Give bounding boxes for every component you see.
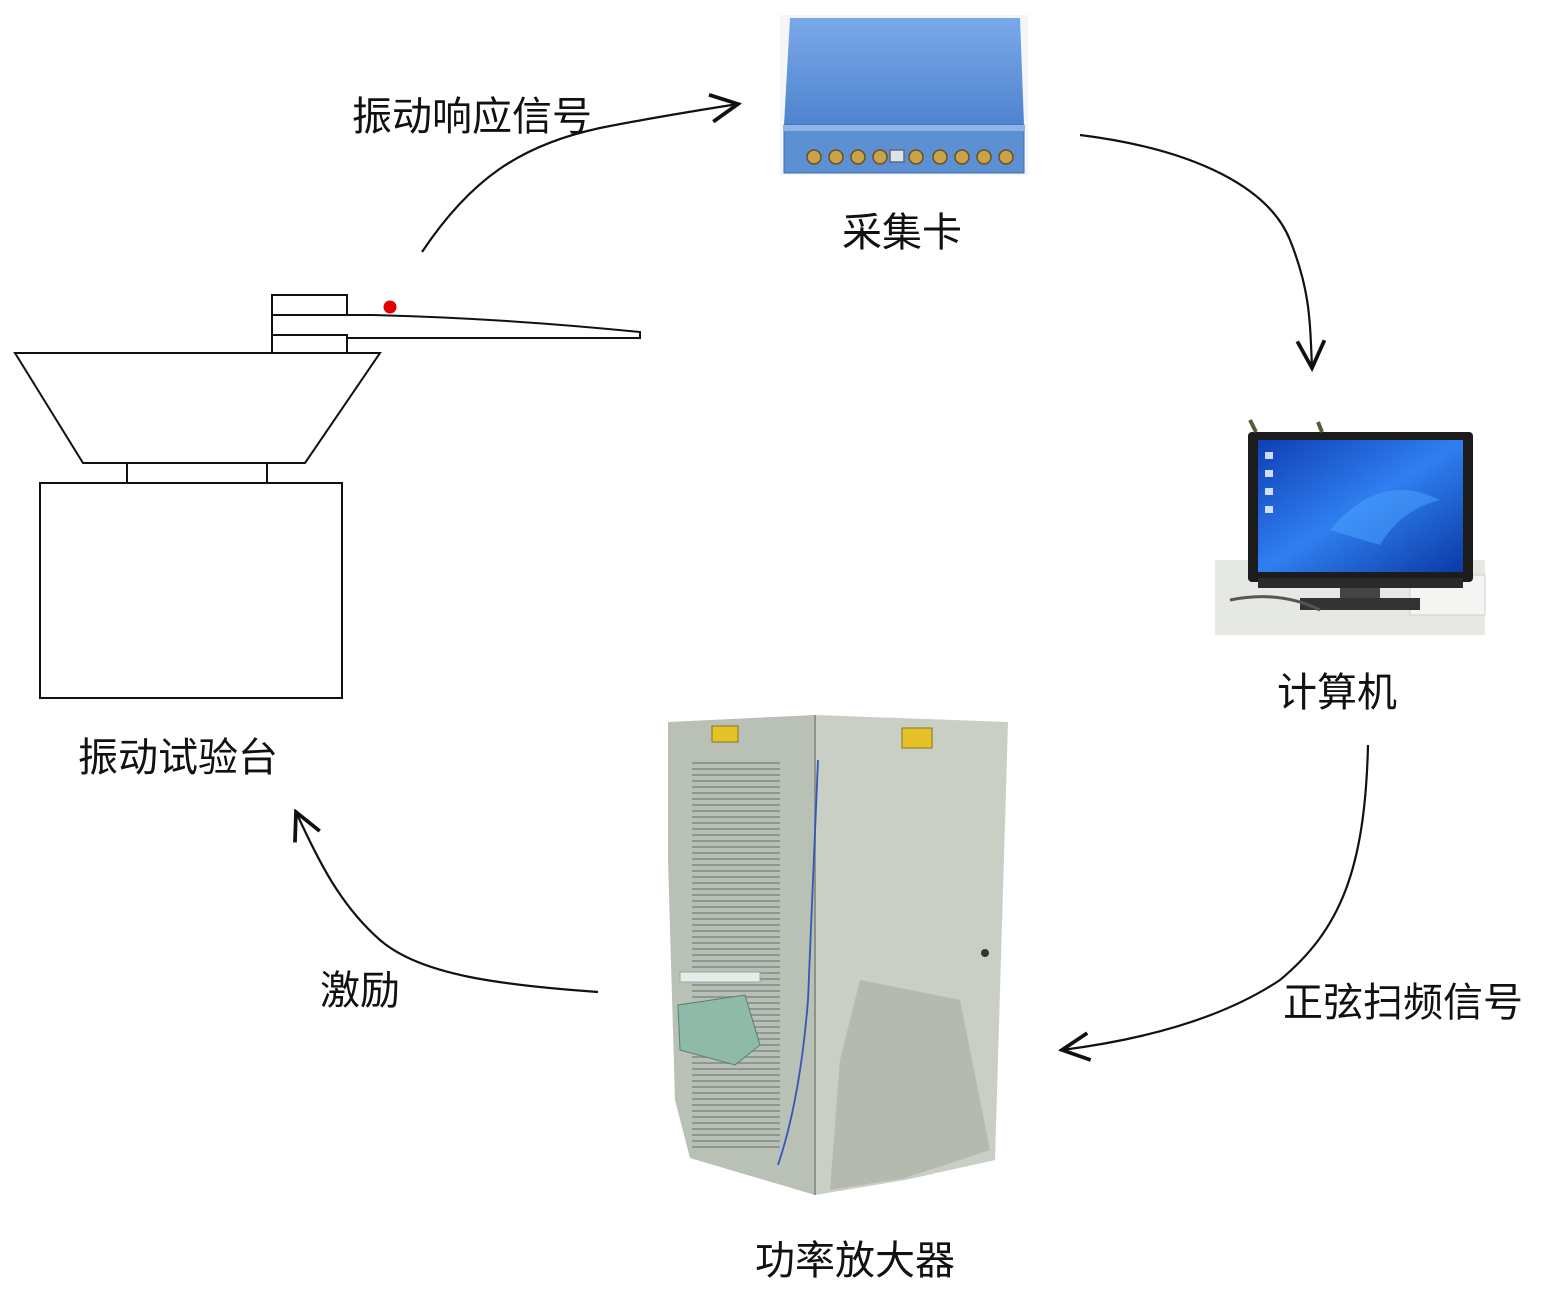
label-response-signal: 振动响应信号: [352, 94, 592, 140]
arrow-excitation: [296, 812, 599, 994]
label-amplifier: 功率放大器: [755, 1238, 955, 1284]
label-excitation: 激励: [320, 968, 400, 1014]
label-daq-card: 采集卡: [842, 210, 962, 256]
bench-base: [39, 482, 343, 699]
cabinet-vent: [692, 760, 780, 1150]
bench-neck: [126, 462, 268, 484]
clamp-bottom: [271, 334, 348, 354]
computer-image: [1215, 419, 1486, 635]
label-test-bench: 振动试验台: [78, 735, 278, 781]
diagram-arrows: [296, 104, 1370, 1050]
daq-connectors: [806, 149, 1014, 165]
amplifier-image: [668, 715, 1008, 1195]
clamp-top: [271, 294, 348, 316]
daq-card-image: [780, 15, 1028, 175]
label-sweep-signal: 正弦扫频信号: [1283, 980, 1523, 1026]
arrow-daq-to-computer: [1079, 133, 1312, 368]
test-bench-drawing: [13, 294, 641, 699]
bench-table: [13, 352, 382, 464]
arrow-response: [421, 104, 738, 253]
arrow-sweep: [1062, 744, 1370, 1050]
sensor-dot: [383, 300, 397, 314]
label-computer: 计算机: [1277, 670, 1397, 716]
cantilever-beam: [271, 314, 641, 339]
